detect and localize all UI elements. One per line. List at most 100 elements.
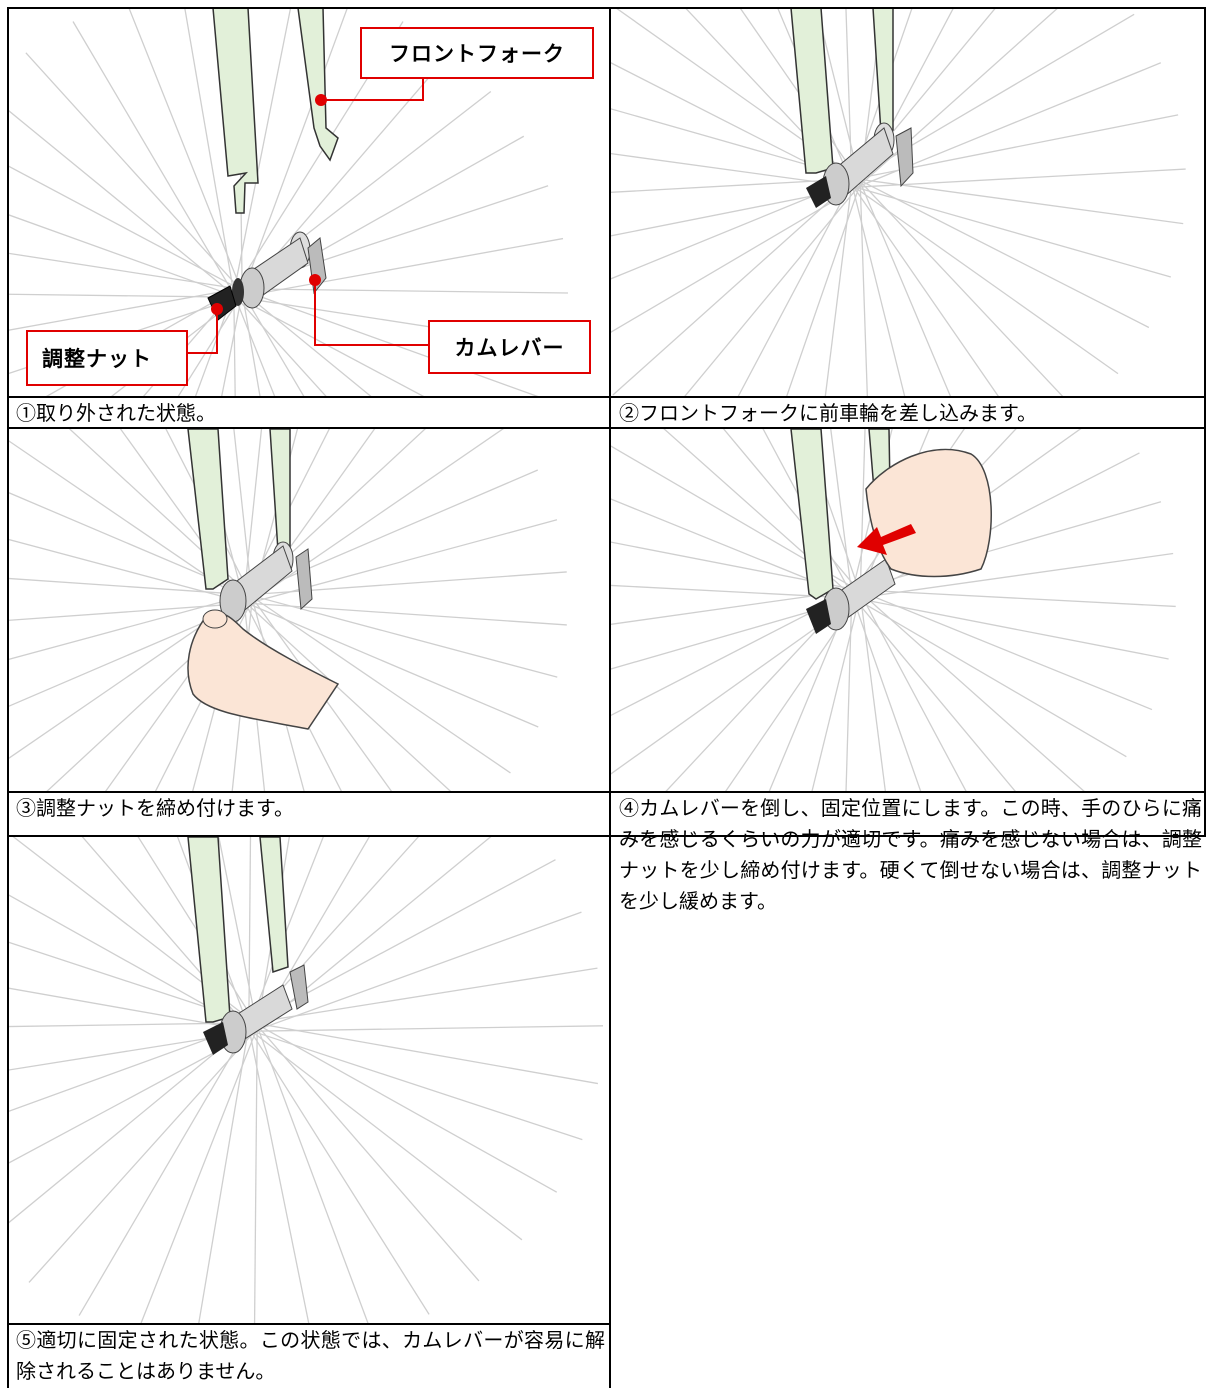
- spoke-line: [851, 183, 906, 396]
- spoke-line: [853, 596, 1127, 758]
- spoke-line: [854, 501, 1162, 591]
- spoke-line: [251, 429, 299, 601]
- spoke-line: [248, 1027, 310, 1325]
- callout-leaders: [188, 79, 428, 354]
- spoke-line: [858, 179, 1064, 396]
- spoke-line: [8, 288, 238, 331]
- spoke-line: [611, 178, 856, 193]
- spoke-line: [256, 837, 370, 1030]
- spoke-line: [611, 186, 858, 237]
- spoke-line: [241, 8, 349, 295]
- spoke-line: [612, 179, 854, 396]
- spoke-line: [8, 893, 252, 1032]
- spoke-line: [8, 1030, 256, 1165]
- close-lever-illustration: [611, 429, 1176, 791]
- spoke-line: [218, 837, 258, 1027]
- spoke-line: [852, 596, 1016, 791]
- spoke-line: [197, 1026, 250, 1325]
- spoke-line: [250, 596, 393, 791]
- spoke-line: [611, 589, 856, 625]
- panel-2-illustration: [611, 8, 1206, 396]
- spoke-line: [776, 8, 853, 185]
- spoke-line: [139, 1028, 258, 1325]
- spoke-line: [253, 1025, 604, 1032]
- spoke-line: [768, 592, 853, 791]
- caption-step-4: ④カムレバーを倒し、固定位置にします。この時、手のひらに痛みを感じるくらいの力が…: [619, 796, 1202, 913]
- spoke-line: [25, 52, 242, 291]
- spoke-line: [8, 577, 249, 596]
- spoke-line: [857, 178, 1150, 329]
- spoke-line: [684, 185, 860, 396]
- spoke-line: [851, 8, 913, 182]
- spoke-line: [611, 541, 858, 591]
- spoke-line: [250, 429, 504, 603]
- spoke-line: [248, 837, 252, 1028]
- spoke-line: [254, 911, 582, 1032]
- spoke-line: [8, 491, 251, 596]
- spoke-line: [8, 1022, 253, 1028]
- spoke-line: [725, 595, 861, 791]
- spoke-line: [611, 178, 855, 280]
- spoke-line: [256, 1025, 370, 1325]
- spoke-line: [611, 152, 856, 188]
- spoke-line: [111, 295, 242, 396]
- spoke-line: [247, 571, 567, 596]
- spoke-line: [128, 8, 243, 292]
- spoke-line: [248, 594, 558, 678]
- tighten-nut-illustration: [8, 429, 567, 791]
- spoke-line: [8, 594, 248, 661]
- spoke-line: [8, 1022, 252, 1113]
- spoke-line: [859, 593, 886, 791]
- spoke-line: [830, 429, 853, 595]
- spoke-line: [238, 237, 564, 298]
- spoke-line: [856, 552, 1174, 599]
- cam-lever-callout: カムレバー: [428, 320, 591, 374]
- panel-5-illustration: [8, 837, 609, 1325]
- spoke-line: [251, 1030, 583, 1141]
- spoke-line: [245, 602, 539, 728]
- adjust-nut-callout: 調整ナット: [26, 330, 188, 386]
- spoke-line: [845, 593, 853, 791]
- spoke-line: [858, 8, 1059, 187]
- front-fork-callout: フロントフォーク: [360, 27, 594, 79]
- spoke-line: [221, 293, 243, 396]
- spoke-line: [194, 291, 235, 396]
- spoke-line: [249, 1029, 523, 1241]
- wheel-removed-illustration: [8, 8, 569, 396]
- spoke-line: [786, 184, 861, 396]
- spoke-line: [8, 1023, 251, 1225]
- spoke-line: [234, 295, 327, 396]
- spoke-line: [851, 184, 999, 396]
- spoke-line: [8, 439, 246, 603]
- panel-3-illustration: [8, 429, 609, 791]
- spoke-line: [165, 429, 253, 598]
- spoke-line: [851, 595, 922, 791]
- spoke-line: [8, 109, 236, 297]
- spoke-line: [856, 178, 1184, 225]
- spoke-line: [176, 837, 250, 1029]
- spoke-line: [233, 8, 292, 293]
- spoke-line: [72, 21, 235, 296]
- spoke-line: [854, 186, 1171, 278]
- spoke-line: [8, 293, 239, 298]
- spoke-line: [256, 837, 290, 1028]
- spoke-line: [859, 591, 967, 791]
- caption-step-3: ③調整ナットを締め付けます。: [16, 796, 294, 820]
- fixed-properly-illustration: [8, 837, 604, 1325]
- spoke-line: [233, 294, 276, 396]
- spoke-line: [241, 290, 305, 396]
- spoke-line: [845, 8, 853, 184]
- spoke-line: [235, 296, 425, 396]
- spoke-line: [233, 292, 236, 396]
- spoke-line: [611, 597, 858, 670]
- spoke-line: [8, 987, 253, 1032]
- spoke-line: [177, 294, 243, 396]
- caption-step-1: ①取り外された状態。: [16, 401, 216, 425]
- spoke-line: [244, 601, 452, 791]
- spoke-line: [8, 252, 239, 290]
- spoke-line: [255, 1023, 480, 1282]
- spoke-line: [248, 1028, 430, 1315]
- caption-step-2: ②フロントフォークに前車輪を差し込みます。: [619, 401, 1037, 425]
- spoke-line: [241, 292, 261, 396]
- spoke-line: [811, 594, 861, 791]
